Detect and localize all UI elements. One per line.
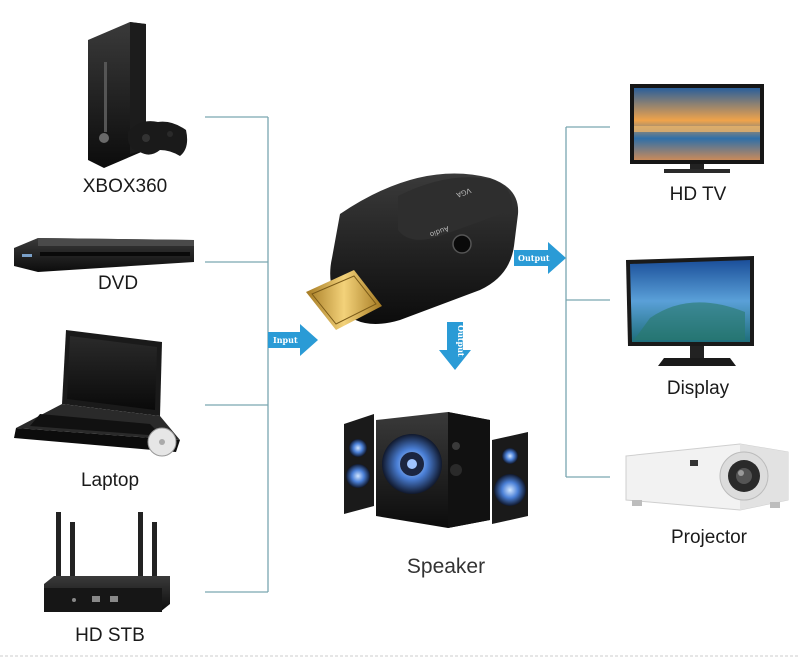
- speaker-label: Speaker: [406, 555, 486, 578]
- game-console-icon: [88, 22, 188, 168]
- stb-label: HD STB: [75, 625, 145, 646]
- output-connector-lines: [565, 126, 610, 478]
- speaker-icon: [344, 412, 528, 528]
- input-arrow-label: Input: [273, 335, 298, 345]
- input-connector-lines: [205, 116, 269, 593]
- audio-output-arrow: Output: [439, 322, 471, 370]
- projector-label: Projector: [670, 527, 748, 548]
- projector-icon: [625, 443, 789, 511]
- tv-label: HD TV: [669, 184, 727, 205]
- audio-output-arrow-label: Output: [456, 325, 466, 357]
- tv-icon: [630, 84, 764, 173]
- xbox-label: XBOX360: [82, 176, 168, 197]
- monitor-icon: [626, 256, 754, 366]
- dvd-label: DVD: [97, 273, 139, 294]
- input-arrow: Input: [268, 324, 318, 356]
- laptop-icon: [14, 330, 180, 457]
- hdmi-vga-adapter-icon: VGA Audio: [306, 173, 519, 330]
- dvd-player-icon: [14, 238, 194, 272]
- display-label: Display: [666, 378, 730, 399]
- laptop-label: Laptop: [80, 470, 140, 491]
- output-arrow: Output: [514, 242, 566, 274]
- output-arrow-label: Output: [518, 253, 550, 263]
- set-top-box-icon: [44, 512, 170, 612]
